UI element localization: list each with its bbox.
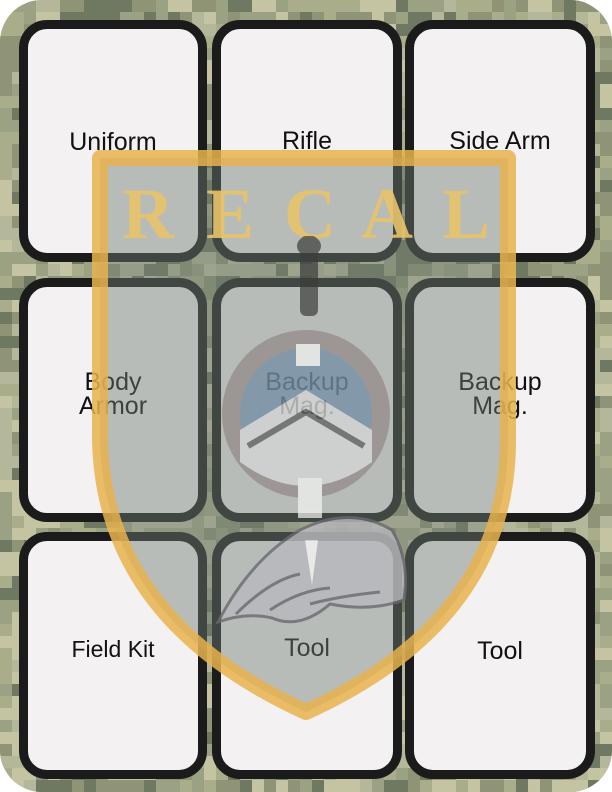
slot-tool-2-label: Tool — [477, 636, 523, 665]
slot-rifle-label: Rifle — [281, 127, 332, 155]
slot-field-kit-label: Field Kit — [71, 635, 155, 662]
slot-side-arm[interactable]: Side Arm — [405, 20, 595, 262]
slot-tool-2[interactable]: Tool — [405, 532, 595, 779]
slot-backup-mag-1[interactable]: Backup Mag. — [212, 278, 402, 522]
slot-tool-1-label: Tool — [284, 633, 330, 662]
slot-uniform[interactable]: Uniform — [19, 20, 207, 262]
slot-rifle[interactable]: Rifle — [212, 20, 402, 262]
slot-field-kit[interactable]: Field Kit — [19, 532, 207, 779]
slot-tool-1[interactable]: Tool — [212, 532, 402, 779]
slot-body-armor-label-line2: Armor — [78, 392, 148, 420]
slot-body-armor[interactable]: Body Armor — [19, 278, 207, 522]
slot-backup-mag-2[interactable]: Backup Mag. — [405, 278, 595, 522]
slot-side-arm-label: Side Arm — [449, 127, 551, 155]
slot-uniform-label: Uniform — [69, 128, 157, 156]
